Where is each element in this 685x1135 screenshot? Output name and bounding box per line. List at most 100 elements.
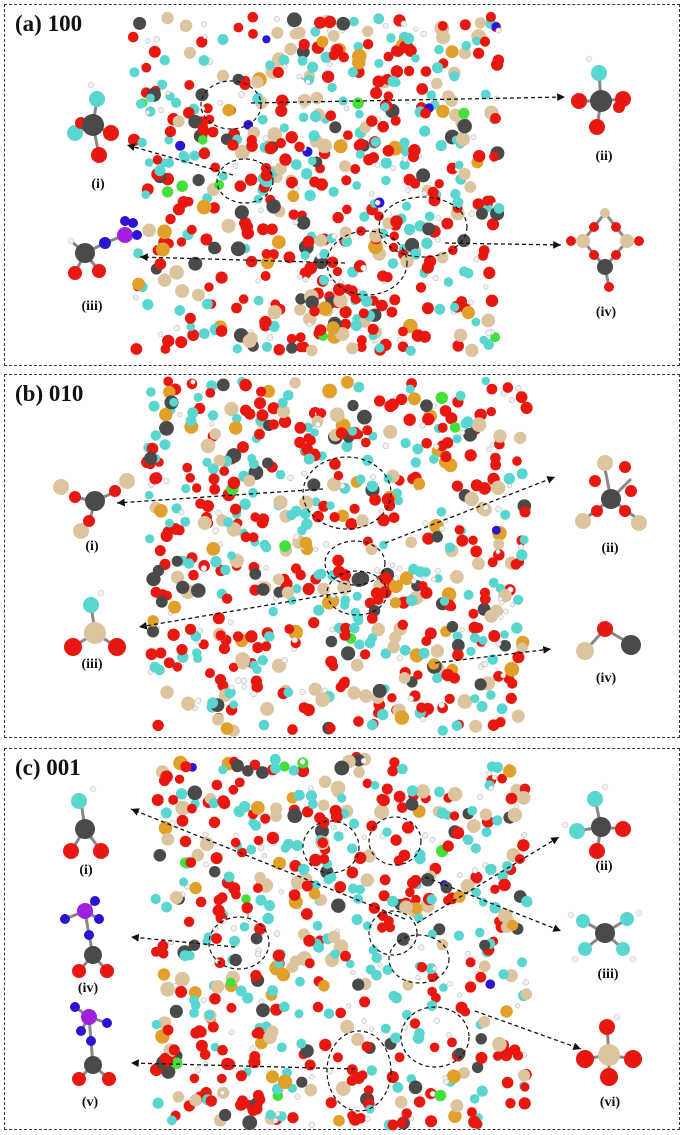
atom xyxy=(383,23,389,29)
atom xyxy=(353,894,363,904)
atom xyxy=(266,831,280,845)
atom xyxy=(173,324,180,332)
atom xyxy=(415,282,427,293)
atom xyxy=(471,887,481,898)
atom xyxy=(354,616,364,626)
atom xyxy=(445,1032,453,1039)
atom xyxy=(261,256,275,270)
atom xyxy=(168,794,179,805)
atom xyxy=(262,457,274,469)
atom xyxy=(597,621,613,637)
atom xyxy=(301,168,313,180)
atom xyxy=(294,141,305,152)
atom xyxy=(301,443,313,455)
atom xyxy=(286,333,297,344)
atom xyxy=(503,472,515,485)
atom xyxy=(434,44,444,55)
atom xyxy=(398,849,411,862)
atom xyxy=(397,341,409,353)
atom xyxy=(228,784,239,795)
atom xyxy=(492,815,503,826)
atom xyxy=(146,442,159,455)
atom xyxy=(199,836,214,852)
atom xyxy=(413,670,423,680)
atom xyxy=(478,482,492,495)
atom xyxy=(210,556,222,568)
atom xyxy=(399,644,411,656)
atom xyxy=(296,73,302,80)
atom xyxy=(183,558,195,569)
atom xyxy=(422,222,436,236)
atom xyxy=(599,1019,615,1035)
atom xyxy=(288,209,299,220)
atom xyxy=(145,109,151,115)
atom xyxy=(210,852,223,865)
atom xyxy=(463,427,477,442)
atom xyxy=(307,785,314,791)
atom xyxy=(171,555,183,567)
atom xyxy=(159,420,174,436)
atom xyxy=(362,425,373,436)
atom xyxy=(273,930,281,937)
atom xyxy=(189,1073,200,1084)
atom xyxy=(283,687,294,698)
atom xyxy=(298,38,310,51)
atom xyxy=(192,483,202,493)
atom xyxy=(381,175,391,186)
atom xyxy=(442,840,454,852)
atom xyxy=(468,210,475,217)
atom xyxy=(247,11,259,23)
panel-b-title: (b) 010 xyxy=(15,381,84,406)
atom xyxy=(252,642,264,654)
atom xyxy=(483,339,495,350)
atom xyxy=(366,1065,377,1076)
atom xyxy=(449,71,460,82)
atom xyxy=(295,293,307,305)
atom xyxy=(336,509,349,522)
atom xyxy=(502,861,513,872)
atom xyxy=(499,640,512,652)
atom xyxy=(249,1051,261,1062)
atom xyxy=(420,66,432,77)
atom xyxy=(383,916,394,926)
atom xyxy=(325,723,336,734)
atom xyxy=(399,571,414,586)
atom xyxy=(465,957,476,968)
atom xyxy=(145,534,155,544)
atom xyxy=(286,176,298,189)
atom xyxy=(314,16,327,29)
atom xyxy=(132,230,142,240)
atom xyxy=(485,329,492,337)
atom xyxy=(290,563,302,574)
atom xyxy=(256,409,269,422)
atom xyxy=(337,793,347,803)
atom xyxy=(200,21,207,28)
atom xyxy=(366,820,378,832)
atom xyxy=(411,894,421,905)
atom xyxy=(305,79,311,85)
atom xyxy=(178,509,185,516)
atom xyxy=(162,1024,174,1036)
atom xyxy=(520,988,533,1000)
atom xyxy=(407,392,421,406)
atom xyxy=(436,507,447,517)
atom xyxy=(207,1021,219,1033)
atom xyxy=(516,468,528,480)
atom xyxy=(287,724,298,735)
atom xyxy=(84,1056,102,1074)
atom xyxy=(475,1033,487,1045)
atom xyxy=(260,169,273,182)
atom xyxy=(445,45,459,59)
atom xyxy=(434,567,441,574)
atom xyxy=(368,945,379,955)
atom xyxy=(174,971,190,987)
atom xyxy=(472,198,485,210)
atom xyxy=(416,83,429,95)
atom xyxy=(374,58,384,68)
atom xyxy=(370,587,383,600)
atom xyxy=(195,697,202,704)
atom xyxy=(330,949,340,959)
atom xyxy=(84,946,102,964)
atom xyxy=(434,1089,447,1102)
atom xyxy=(127,31,139,43)
